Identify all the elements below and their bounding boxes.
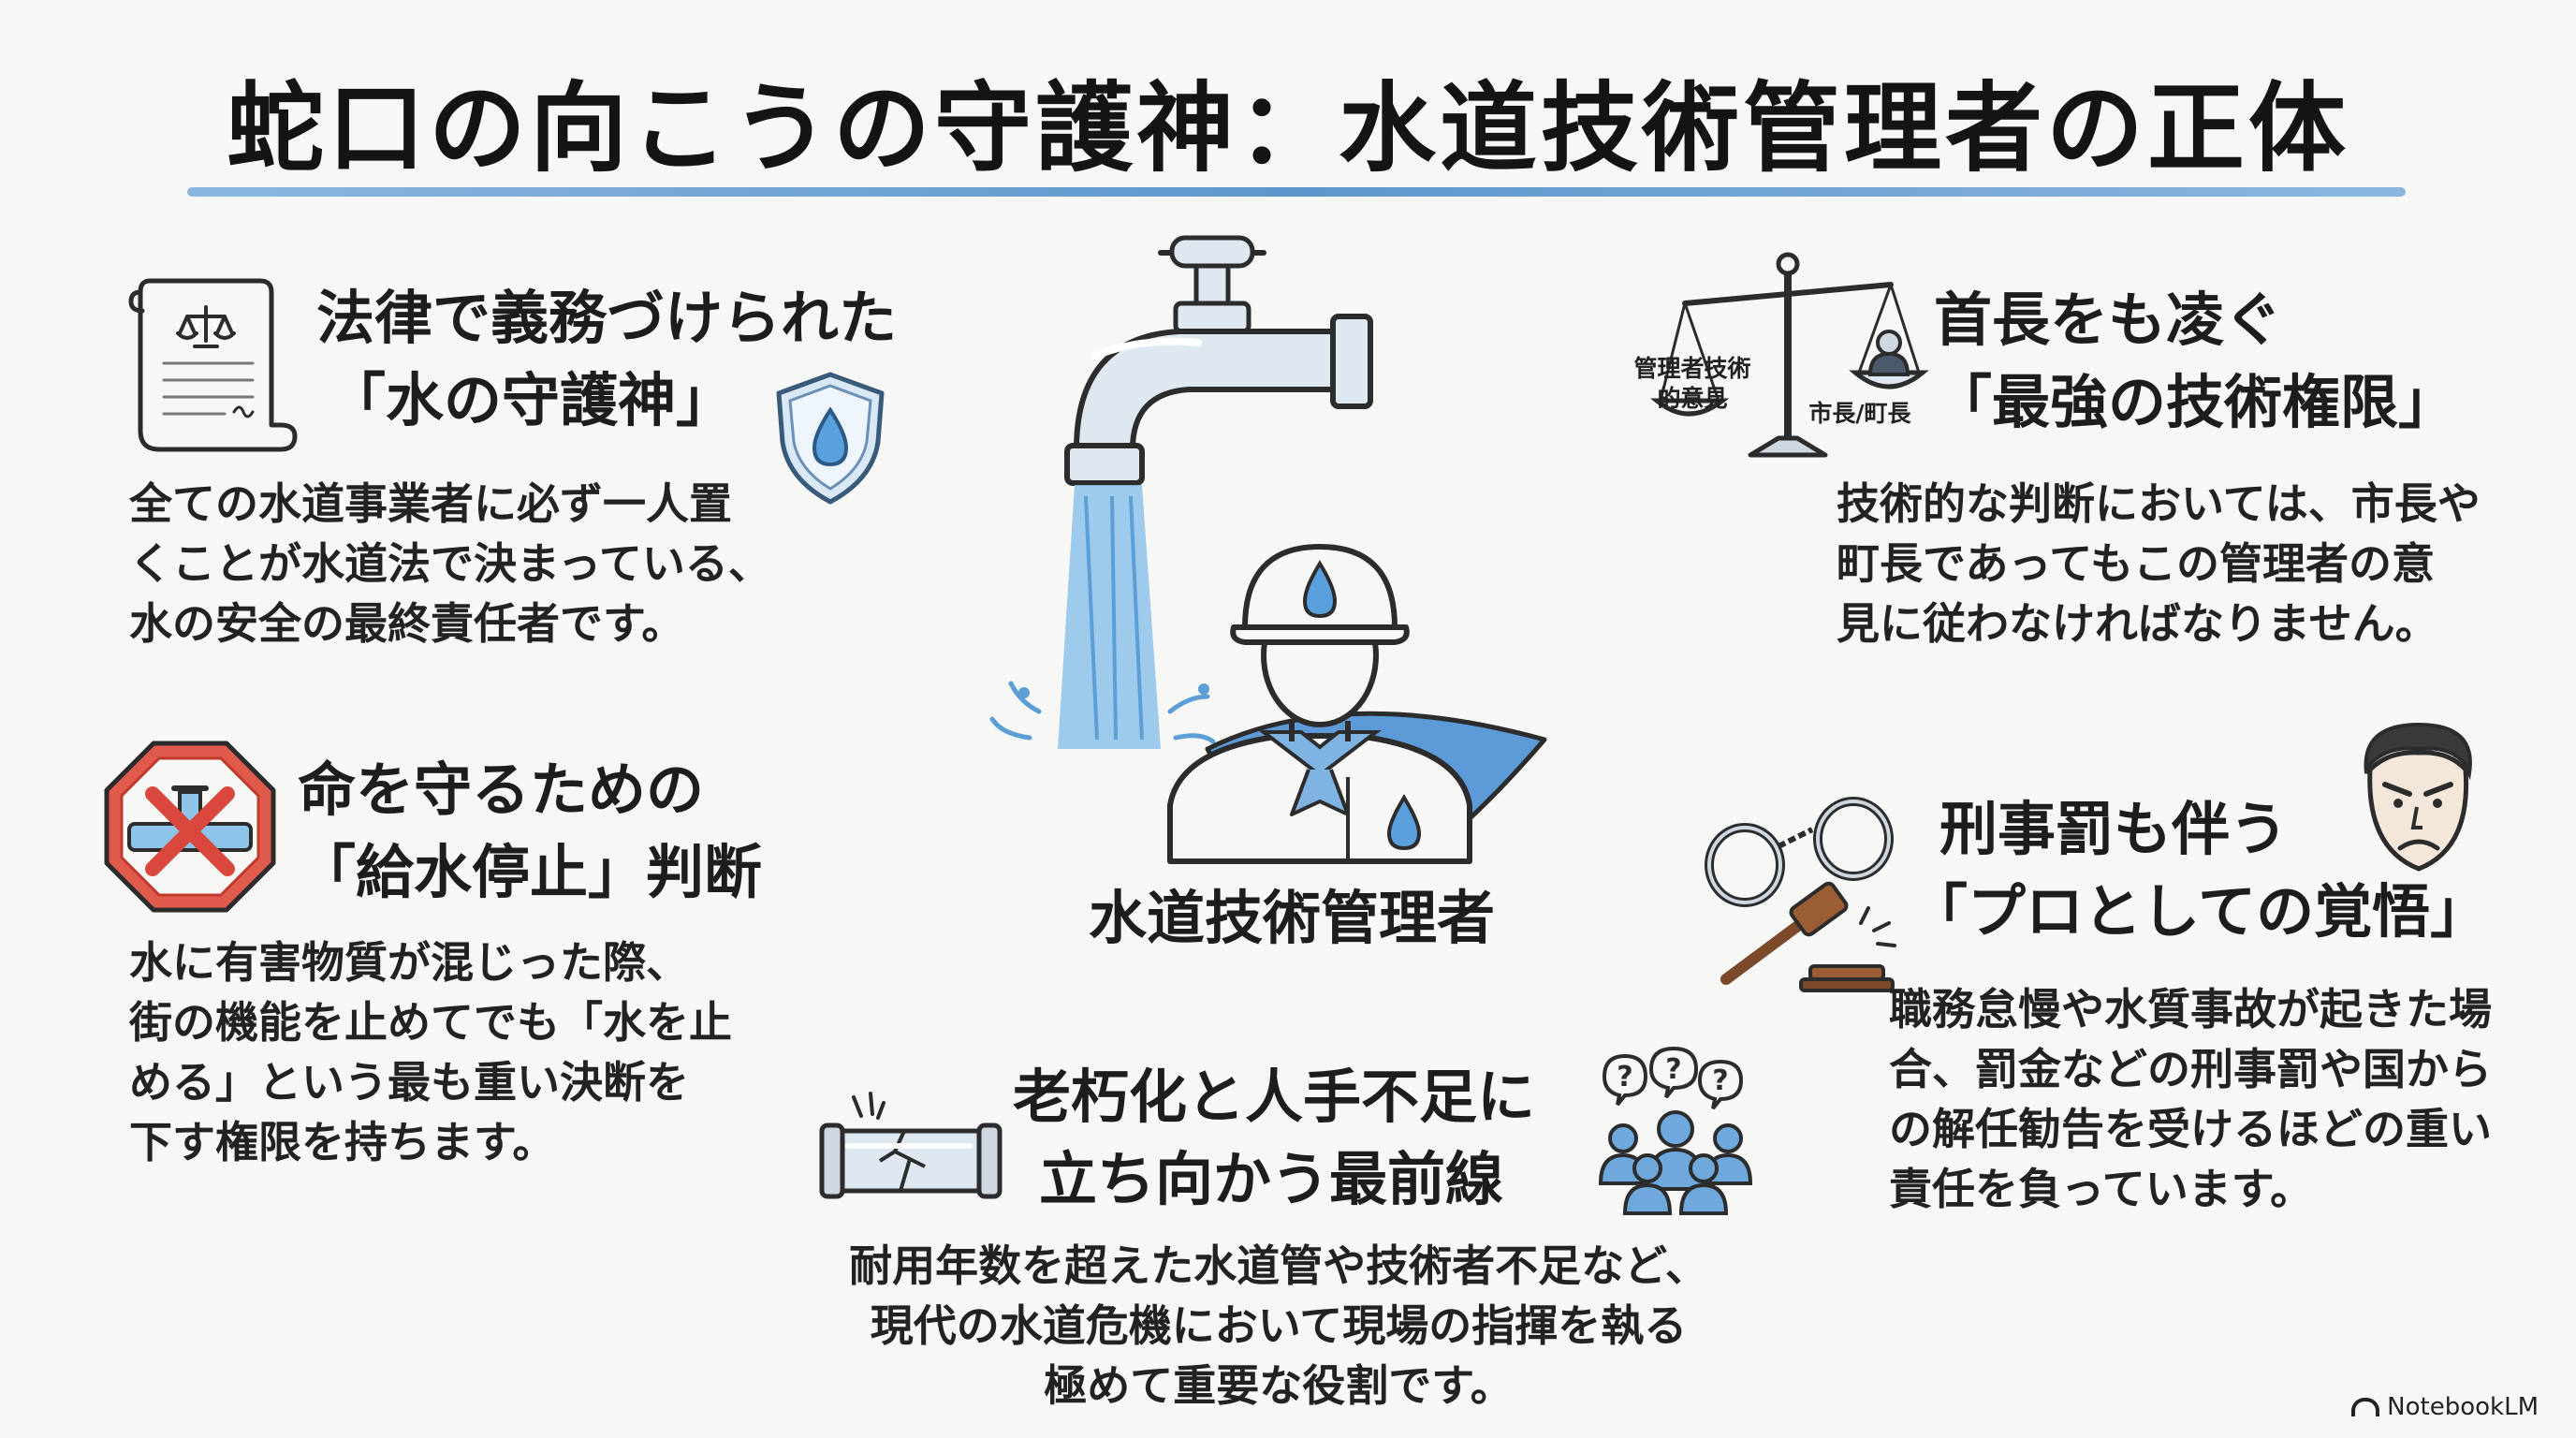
stop-body-line4: 下す権限を持ちます。	[129, 1117, 556, 1167]
penalty-body-line3: の解任勧告を受けるほどの重い	[1889, 1104, 2492, 1154]
frontline-body-line2: 現代の水道危機において現場の指揮を執る	[870, 1300, 1688, 1351]
water-shield-icon	[776, 372, 885, 505]
water-faucet-icon	[989, 235, 1373, 749]
center-label: 水道技術管理者	[1089, 884, 1496, 952]
title-underline	[187, 187, 2406, 197]
frontline-heading-line1: 老朽化と人手不足に	[1013, 1063, 1536, 1131]
frontline-body-line1: 耐用年数を超えた水道管や技術者不足など、	[849, 1240, 1708, 1291]
penalty-body-line2: 合、罰金などの刑事罰や国から	[1889, 1044, 2492, 1094]
svg-text:?: ?	[1617, 1061, 1632, 1093]
stop-body-line1: 水に有害物質が混じった際、	[129, 937, 689, 988]
authority-body-line3: 見に従わなければなりません。	[1837, 598, 2438, 649]
cracked-pipe-icon	[819, 1092, 1003, 1199]
stop-body-line2: 街の機能を止めてでも「水を止	[129, 997, 732, 1048]
guardian-heading-line2: 「水の守護神」	[328, 366, 735, 434]
penalty-body-line4: 責任を負っています。	[1889, 1164, 2314, 1214]
svg-text:?: ?	[1712, 1064, 1728, 1097]
scale-left-label-line2: 的意見	[1657, 385, 1728, 412]
scroll-document-icon	[128, 278, 298, 452]
gavel-icon	[1720, 881, 1896, 992]
penalty-heading-line2: 「プロとしての覚悟」	[1910, 877, 2489, 946]
notebooklm-watermark: NotebookLM	[2351, 1393, 2539, 1421]
frontline-heading-line2: 立ち向かう最前線	[1039, 1145, 1504, 1213]
stop-sign-faucet-icon	[104, 741, 276, 913]
authority-body-line2: 町長であってもこの管理者の意	[1837, 538, 2435, 589]
page-title: 蛇口の向こうの守護神：水道技術管理者の正体	[226, 71, 2349, 185]
stop-body-line3: める」という最も重い決断を	[129, 1057, 689, 1108]
guardian-body-line2: くことが水道法で決まっている、	[129, 538, 771, 589]
stop-heading-line2: 「給水停止」判断	[298, 838, 763, 906]
notebooklm-label: NotebookLM	[2387, 1393, 2539, 1421]
svg-text:?: ?	[1665, 1053, 1681, 1086]
stern-face-icon	[2364, 722, 2472, 872]
handcuffs-icon	[1705, 797, 1894, 907]
scale-left-label-line1: 管理者技術	[1633, 355, 1751, 382]
authority-heading-line2: 「最強の技術権限」	[1934, 368, 2457, 436]
guardian-heading-line1: 法律で義務づけられた	[316, 284, 898, 352]
penalty-body-line1: 職務怠慢や水質事故が起きた場	[1889, 984, 2492, 1034]
penalty-heading-line1: 刑事罰も伴う	[1939, 795, 2289, 863]
guardian-body-line1: 全ての水道事業者に必ず一人置	[129, 478, 732, 529]
authority-body-line1: 技術的な判断においては、市長や	[1837, 478, 2481, 529]
scale-right-label: 市長/町長	[1808, 400, 1911, 427]
guardian-body-line3: 水の安全の最終責任者です。	[129, 598, 685, 649]
people-questions-icon: ? ? ?	[1598, 1046, 1753, 1215]
notebooklm-logo-icon	[2351, 1398, 2380, 1416]
stop-heading-line1: 命を守るための	[298, 756, 705, 824]
balance-scale-icon	[1650, 252, 1929, 458]
frontline-body-line3: 極めて重要な役割です。	[1044, 1360, 1514, 1411]
authority-heading-line1: 首長をも凌ぐ	[1934, 286, 2283, 354]
engineer-hero-icon	[1167, 544, 1547, 864]
